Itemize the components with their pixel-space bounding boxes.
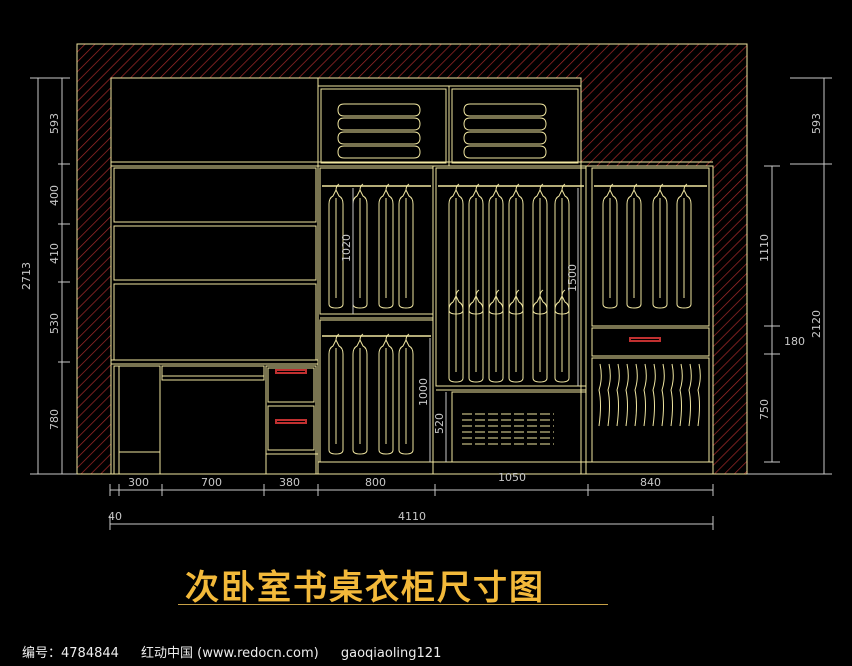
footer-id: 编号：4784844: [22, 646, 119, 661]
garment-shape: [602, 188, 618, 309]
hanging-garments: [328, 183, 692, 455]
hanger-hook: [495, 183, 500, 191]
footer-author: gaoqiaoling121: [340, 646, 442, 661]
dim-380: 380: [279, 476, 300, 489]
garment-shape: [352, 338, 368, 455]
drawing-title: 次卧室书桌衣柜尺寸图: [185, 568, 545, 608]
pants-shape: [652, 363, 656, 427]
folded-clothes-top: [337, 103, 547, 159]
dim-520: 520: [433, 413, 446, 434]
hanger-hook: [683, 183, 688, 191]
cabinet-frame: [110, 77, 714, 475]
dim-750: 750: [758, 399, 771, 420]
dim-1110: 1110: [758, 234, 771, 262]
hanger-hook: [609, 183, 614, 191]
hanger-hook: [405, 333, 410, 341]
dim-180: 180: [784, 335, 805, 348]
garment-shape: [652, 188, 668, 309]
dim-410: 410: [48, 243, 61, 264]
dim-593-left: 593: [48, 113, 61, 134]
garment-shape: [378, 338, 394, 455]
pants-shape: [688, 363, 692, 427]
footer-site: 红动中国 (www.redocn.com): [141, 646, 319, 661]
garment-shape: [554, 294, 570, 383]
hanger-hook: [475, 183, 480, 191]
wall-hatch: [76, 43, 748, 475]
dim-1500: 1500: [566, 264, 579, 292]
hanger-hook: [515, 289, 520, 297]
hanger-hook: [561, 183, 566, 191]
hanger-hook: [385, 183, 390, 191]
wardrobe-drawing: 593 400 410 530 780 2713 593 1110 180 75…: [20, 43, 832, 530]
garment-shape: [468, 294, 484, 383]
dim-400: 400: [48, 185, 61, 206]
pants-shape: [634, 363, 638, 427]
hanger-hook: [539, 183, 544, 191]
dim-780: 780: [48, 409, 61, 430]
dim-4110: 4110: [398, 510, 426, 523]
hanging-pants: [598, 363, 701, 427]
dim-1000: 1000: [417, 378, 430, 406]
pants-shape: [679, 363, 683, 427]
garment-shape: [626, 188, 642, 309]
footer-bar: 编号：4784844 红动中国 (www.redocn.com) gaoqiao…: [0, 642, 852, 666]
garment-shape: [398, 338, 414, 455]
hanger-hook: [335, 183, 340, 191]
dim-800: 800: [365, 476, 386, 489]
drawer-handles: [275, 337, 661, 424]
title-underline: [178, 604, 608, 605]
hanger-hook: [659, 183, 664, 191]
garment-shape: [488, 294, 504, 383]
dimension-lines: [30, 77, 832, 530]
dim-2120: 2120: [810, 310, 823, 338]
hanger-hook: [335, 333, 340, 341]
dim-300: 300: [128, 476, 149, 489]
pants-shape: [598, 363, 602, 427]
hanger-hook: [385, 333, 390, 341]
garment-shape: [448, 294, 464, 383]
hanger-hook: [455, 289, 460, 297]
dim-700: 700: [201, 476, 222, 489]
hanger-hook: [359, 333, 364, 341]
pants-shape: [625, 363, 629, 427]
folded-clothes-bottom: [462, 413, 554, 445]
dim-530: 530: [48, 313, 61, 334]
dim-1050: 1050: [498, 471, 526, 484]
garment-shape: [398, 188, 414, 309]
pants-shape: [607, 363, 611, 427]
hanger-hook: [561, 289, 566, 297]
pants-shape: [670, 363, 674, 427]
garment-shape: [508, 294, 524, 383]
dim-840: 840: [640, 476, 661, 489]
dimension-labels: 593 400 410 530 780 2713 593 1110 180 75…: [20, 113, 823, 523]
hanger-hook: [455, 183, 460, 191]
hanger-hook: [633, 183, 638, 191]
pants-shape: [661, 363, 665, 427]
dim-1020: 1020: [340, 234, 353, 262]
hanger-hook: [539, 289, 544, 297]
hanger-hook: [359, 183, 364, 191]
dim-40: 40: [108, 510, 122, 523]
pants-shape: [697, 363, 701, 427]
pants-shape: [616, 363, 620, 427]
hanging-rails: [322, 185, 707, 337]
hanger-hook: [515, 183, 520, 191]
garment-shape: [328, 188, 344, 309]
dim-593-right: 593: [810, 113, 823, 134]
hanger-hook: [405, 183, 410, 191]
garment-shape: [378, 188, 394, 309]
pants-shape: [643, 363, 647, 427]
hanger-hook: [475, 289, 480, 297]
garment-shape: [676, 188, 692, 309]
dim-2713: 2713: [20, 262, 33, 290]
hanger-hook: [495, 289, 500, 297]
garment-shape: [328, 338, 344, 455]
garment-shape: [532, 294, 548, 383]
